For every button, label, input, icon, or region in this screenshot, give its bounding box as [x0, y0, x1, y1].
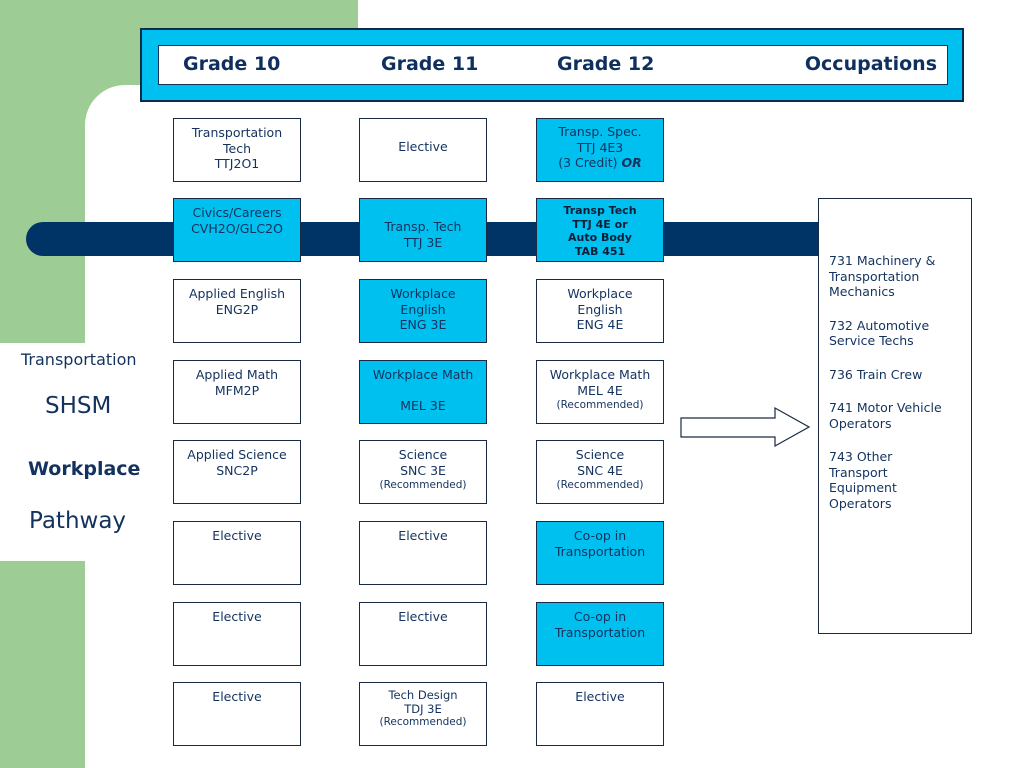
occupations-box: 731 Machinery & Transportation Mechanics…	[818, 198, 972, 634]
course-text: Workplace	[390, 286, 456, 301]
course-text: Workplace Math	[372, 367, 474, 382]
course-code: MEL 4E	[577, 382, 623, 398]
course-text: Applied Math	[195, 367, 279, 382]
occupation-item: 736 Train Crew	[829, 366, 923, 382]
course-code: MEL 3E	[400, 398, 446, 413]
side-label-pathway: Pathway	[29, 508, 127, 534]
course-box-highlighted: Transp. Tech TTJ 3E	[359, 198, 487, 262]
course-text: Elective	[398, 609, 448, 624]
course-note: (Recommended)	[556, 399, 644, 411]
course-text: Elective	[398, 528, 448, 543]
course-box-highlighted: Transp. Spec. TTJ 4E3 (3 Credit) OR	[536, 118, 664, 182]
course-text: Elective	[212, 609, 262, 624]
course-credit-line: (3 Credit) OR	[537, 155, 663, 171]
side-label-transportation: Transportation	[21, 350, 137, 369]
course-box: Elective	[359, 521, 487, 585]
course-text: Elective	[398, 139, 448, 154]
course-text: Tech Design	[388, 688, 458, 702]
course-spacer	[360, 383, 486, 399]
course-code: TTJ2O1	[214, 156, 260, 171]
course-box-highlighted: Workplace Math MEL 3E	[359, 360, 487, 424]
course-text: Transp. Spec.	[558, 124, 642, 139]
course-text: Workplace	[567, 286, 633, 301]
course-note: (Recommended)	[379, 479, 467, 491]
side-label-workplace: Workplace	[28, 458, 141, 480]
course-text: Applied English	[188, 286, 286, 301]
course-text: Science	[575, 447, 625, 462]
course-code: SNC 4E	[577, 462, 623, 478]
course-box: Applied Math MFM2P	[173, 360, 301, 424]
course-text: Elective	[212, 689, 262, 704]
course-text: Transportation	[554, 624, 646, 640]
course-code: SNC 3E	[400, 462, 446, 478]
course-code: TTJ 4E3	[576, 139, 624, 155]
course-text: Transp Tech	[563, 204, 637, 217]
course-text: Civics/Careers	[192, 205, 282, 220]
course-box: Elective	[173, 602, 301, 666]
course-text: Science	[398, 447, 448, 462]
course-box-highlighted: Transp Tech TTJ 4E or Auto Body TAB 451	[536, 198, 664, 262]
course-box-highlighted: Workplace English ENG 3E	[359, 279, 487, 343]
course-box: Elective	[173, 521, 301, 585]
course-box: Workplace English ENG 4E	[536, 279, 664, 343]
header-inner: Grade 10 Grade 11 Grade 12 Occupations	[158, 45, 948, 85]
course-box: Elective	[173, 682, 301, 746]
course-box: Elective	[536, 682, 664, 746]
course-text: Workplace Math	[549, 367, 651, 382]
header-bar: Grade 10 Grade 11 Grade 12 Occupations	[140, 28, 964, 102]
course-box: Transportation Tech TTJ2O1	[173, 118, 301, 182]
course-box-highlighted: Co-op in Transportation	[536, 521, 664, 585]
right-arrow-icon	[680, 406, 811, 448]
course-code: MFM2P	[214, 382, 260, 398]
course-box: Elective	[359, 118, 487, 182]
course-text: Transportation	[554, 543, 646, 559]
course-box-highlighted: Civics/Careers CVH2O/GLC2O	[173, 198, 301, 262]
course-text: Transportation	[191, 125, 283, 140]
header-grade-12: Grade 12	[557, 53, 655, 75]
course-text: Elective	[212, 528, 262, 543]
course-box: Workplace Math MEL 4E (Recommended)	[536, 360, 664, 424]
course-text: Tech	[223, 140, 251, 156]
course-box: Applied Science SNC2P	[173, 440, 301, 504]
course-code: TDJ 3E	[404, 701, 442, 716]
course-or: OR	[621, 155, 642, 170]
occupation-item: 732 Automotive Service Techs	[829, 317, 930, 349]
course-box: Science SNC 4E (Recommended)	[536, 440, 664, 504]
course-note: (Recommended)	[556, 479, 644, 491]
course-text: Co-op in	[573, 609, 627, 624]
course-code: TTJ 3E	[403, 234, 443, 250]
course-code: SNC2P	[216, 462, 258, 478]
course-text: Elective	[575, 689, 625, 704]
occupation-item: 731 Machinery & Transportation Mechanics	[829, 253, 936, 299]
course-text: Auto Body	[568, 231, 632, 244]
header-grade-11: Grade 11	[381, 53, 479, 75]
header-grade-10: Grade 10	[183, 53, 281, 75]
course-code: CVH2O/GLC2O	[191, 220, 283, 236]
side-label-shsm: SHSM	[45, 393, 112, 419]
occupation-item: 741 Motor Vehicle Operators	[829, 400, 942, 431]
course-text: Transp. Tech	[384, 219, 462, 234]
course-text: English	[577, 301, 623, 317]
course-box: Elective	[359, 602, 487, 666]
course-code: TTJ 4E or	[572, 217, 628, 231]
course-code: ENG2P	[215, 301, 259, 317]
course-box-highlighted: Co-op in Transportation	[536, 602, 664, 666]
course-code: TAB 451	[574, 244, 626, 258]
course-box: Tech Design TDJ 3E (Recommended)	[359, 682, 487, 746]
course-code: ENG 3E	[399, 317, 447, 332]
course-text: Co-op in	[573, 528, 627, 543]
occupation-item: 743 Other Transport Equipment Operators	[829, 449, 897, 511]
course-box: Applied English ENG2P	[173, 279, 301, 343]
header-occupations: Occupations	[804, 53, 937, 75]
course-code: ENG 4E	[576, 317, 624, 332]
course-text: English	[400, 301, 446, 317]
course-credit: (3 Credit)	[558, 155, 618, 170]
side-label-panel	[0, 343, 85, 561]
course-text: Applied Science	[187, 447, 287, 462]
course-note: (Recommended)	[379, 716, 467, 728]
course-box: Science SNC 3E (Recommended)	[359, 440, 487, 504]
